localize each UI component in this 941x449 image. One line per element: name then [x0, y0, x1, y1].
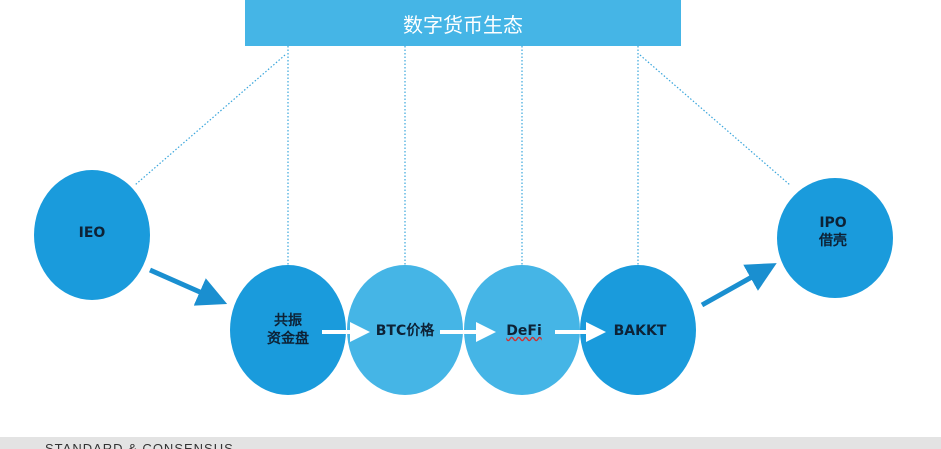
arrow-ieo-resonance	[148, 267, 228, 306]
node-label-ieo: IEO	[78, 225, 106, 241]
footer-text: STANDARD & CONSENSUS	[45, 441, 234, 449]
node-label-defi: DeFi	[506, 323, 542, 339]
node-defi	[464, 265, 580, 395]
node-label-resonance: 共振 资金盘	[267, 313, 309, 347]
node-ipo	[777, 178, 893, 298]
node-label-btc: BTC价格	[375, 323, 435, 339]
node-bakkt	[580, 265, 696, 395]
node-resonance	[230, 265, 346, 395]
node-label-bakkt: BAKKT	[613, 323, 667, 339]
link-ieo	[134, 54, 286, 186]
arrow-bakkt-ipo	[700, 263, 777, 308]
ecosystem-banner: 数字货币生态	[245, 0, 681, 46]
link-ipo	[639, 54, 791, 186]
node-ieo	[34, 170, 150, 300]
node-label-ipo: IPO 借壳	[819, 215, 847, 249]
node-btc	[347, 265, 463, 395]
footer-bar: STANDARD & CONSENSUS	[0, 437, 941, 449]
